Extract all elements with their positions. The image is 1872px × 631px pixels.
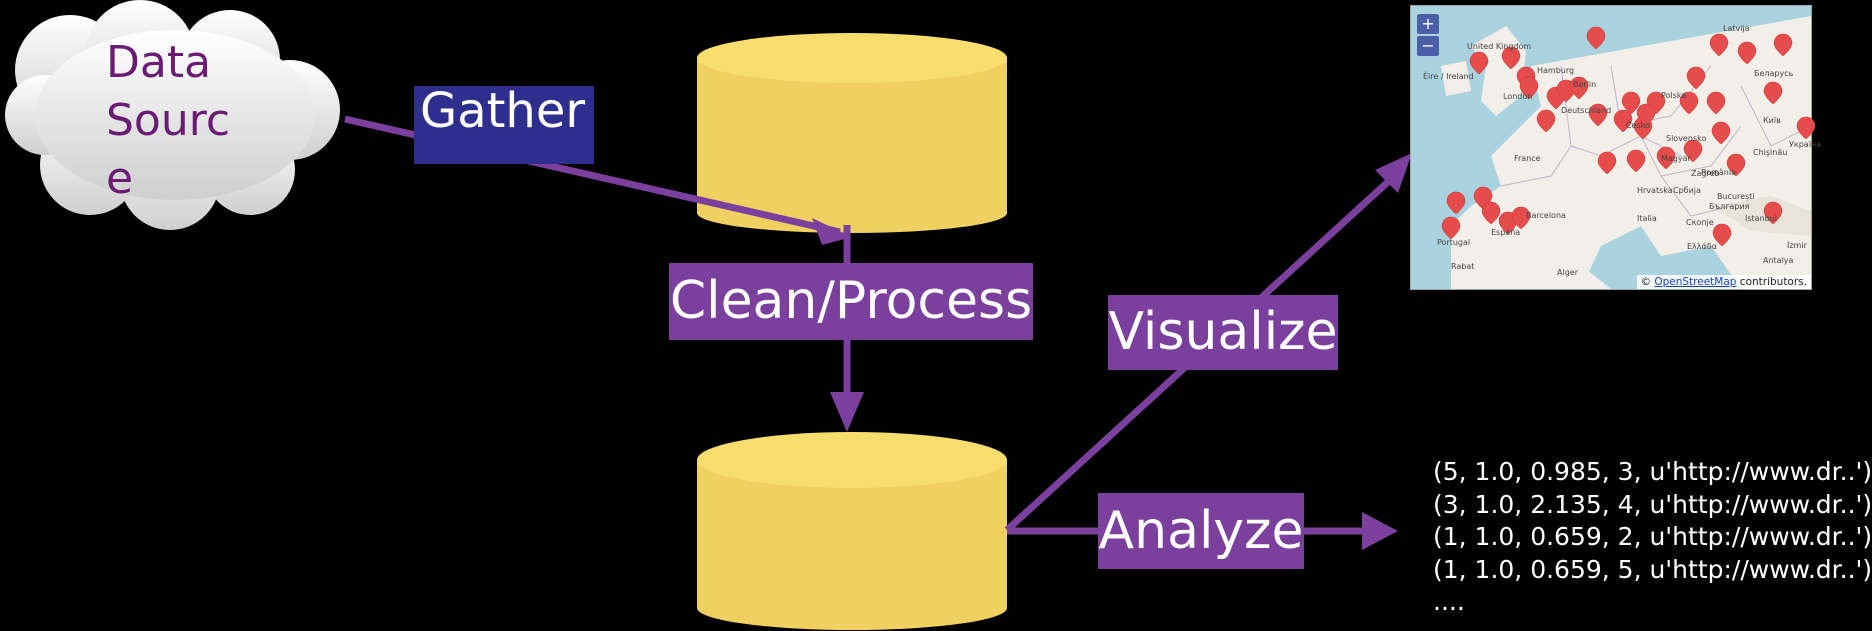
visualize-arrowhead	[1375, 153, 1412, 193]
map-attribution: © OpenStreetMap contributors.	[1636, 275, 1811, 289]
map-city-label: Istanbul	[1745, 214, 1778, 223]
map-zoom-out-button[interactable]: −	[1417, 36, 1439, 56]
map-city-label: Hamburg	[1537, 66, 1575, 75]
map-city-label: United Kingdom	[1467, 42, 1532, 51]
map-city-label: Беларусь	[1754, 69, 1794, 78]
map-city-label: Latvija	[1723, 24, 1750, 33]
map-zoom-in-button[interactable]: +	[1417, 14, 1439, 34]
map-city-label: Magyar	[1661, 154, 1691, 163]
map-city-label: Rabat	[1451, 262, 1475, 271]
map-city-label: España	[1491, 228, 1521, 237]
raw-data-cylinder	[697, 33, 1007, 233]
visualize-label: Visualize	[1108, 295, 1338, 370]
map-city-label: France	[1514, 154, 1541, 163]
data-source-label: Data Source	[106, 37, 231, 204]
map-city-label: Україна	[1789, 140, 1822, 149]
map-city-label: London	[1503, 92, 1533, 101]
map-city-label: Česko	[1626, 121, 1650, 130]
map-city-label: Antalya	[1763, 256, 1794, 265]
map-city-label: Alger	[1557, 268, 1578, 277]
analyze-label: Analyze	[1098, 493, 1304, 569]
map-tiles	[1411, 6, 1816, 289]
map-city-label: Polska	[1661, 91, 1687, 100]
map-city-label: Скопје	[1686, 218, 1714, 227]
clean-data-cylinder	[697, 432, 1007, 630]
analysis-results: (5, 1.0, 0.985, 3, u'http://www.dr..') (…	[1433, 456, 1872, 619]
map-city-label: Deutschland	[1561, 106, 1612, 115]
map-city-label: Slovensko	[1666, 134, 1707, 143]
map-city-label: România	[1701, 168, 1736, 177]
gather-arrowhead	[812, 218, 852, 245]
attribution-suffix: contributors.	[1739, 276, 1807, 288]
result-line: (5, 1.0, 0.985, 3, u'http://www.dr..')	[1433, 457, 1872, 486]
map-markers	[1441, 26, 1816, 247]
map-city-label: Barcelona	[1526, 211, 1566, 220]
map-city-label: Київ	[1763, 116, 1781, 125]
analyze-arrowhead	[1362, 512, 1398, 550]
copyright-symbol: ©	[1640, 276, 1652, 288]
result-line: (1, 1.0, 0.659, 2, u'http://www.dr..')	[1433, 522, 1872, 551]
openstreetmap-link[interactable]: OpenStreetMap	[1654, 276, 1737, 288]
result-line: (3, 1.0, 2.135, 4, u'http://www.dr..')	[1433, 489, 1872, 519]
map-city-label: България	[1709, 202, 1750, 211]
data-source-cloud	[5, 0, 340, 230]
map-city-label: Србија	[1673, 186, 1701, 195]
map-city-label: Italia	[1637, 214, 1657, 223]
europe-map[interactable]: + − United Kingdom Éire / Ireland Hambur…	[1410, 5, 1821, 290]
map-city-label: Zagreb	[1691, 169, 1720, 178]
map-city-label: Hrvatska	[1637, 186, 1673, 195]
result-line: (1, 1.0, 0.659, 5, u'http://www.dr..')	[1433, 554, 1872, 584]
map-city-label: Berlin	[1573, 80, 1597, 89]
map-city-label: İzmir	[1787, 241, 1807, 250]
map-city-label: Chișinău	[1753, 148, 1788, 157]
map-city-label: Ελλάδα	[1687, 242, 1717, 251]
map-city-label: București	[1717, 192, 1755, 201]
clean-process-label: Clean/Process	[669, 263, 1033, 340]
gather-label: Gather	[414, 86, 594, 164]
clean-arrowhead	[830, 392, 864, 432]
result-ellipsis: ....	[1433, 587, 1465, 616]
map-city-label: Éire / Ireland	[1423, 72, 1474, 81]
map-city-label: Portugal	[1437, 238, 1471, 247]
